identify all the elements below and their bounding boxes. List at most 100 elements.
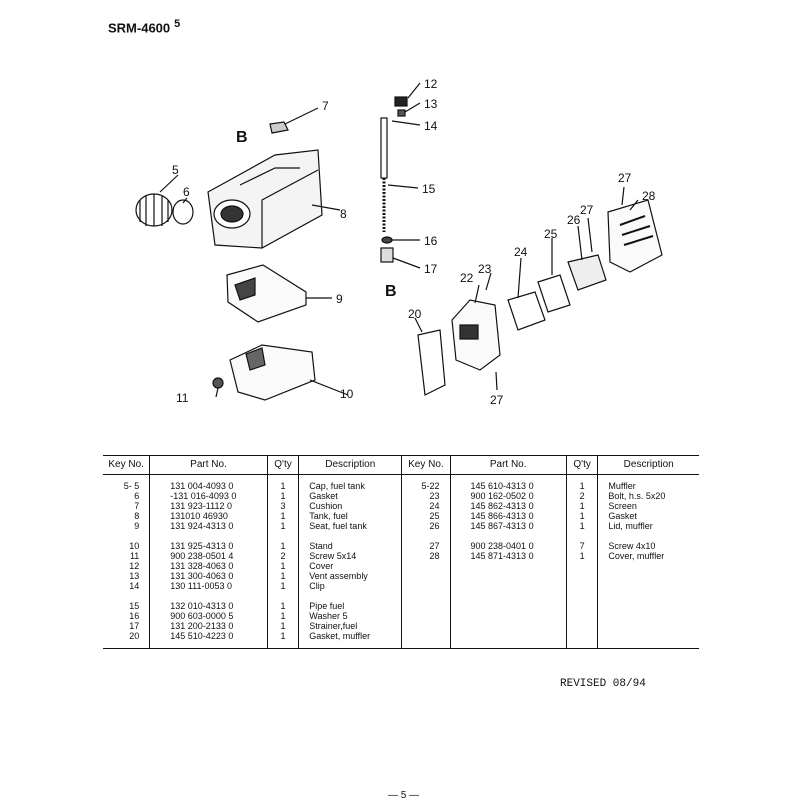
table-cell: 13 [129, 571, 140, 581]
table-cell [449, 561, 567, 571]
table-cell: 5-22 [401, 474, 451, 491]
cushion-drawing [269, 121, 289, 134]
callout-17: 17 [424, 262, 438, 276]
table-cell: 26 [401, 521, 451, 531]
table-cell [401, 561, 451, 571]
table-cell: 7 [565, 531, 598, 551]
table-cell [565, 591, 598, 611]
table-cell: Gasket [298, 491, 402, 501]
table-cell: 1 [565, 521, 598, 531]
section-number: 5 [174, 18, 181, 30]
table-cell: 24 [401, 501, 451, 511]
table-cell: 2 [266, 551, 299, 561]
table-cell [401, 591, 451, 611]
table-cell: 27 [401, 531, 451, 551]
table-cell: 131010 46930 [149, 511, 268, 521]
table-cell: -131 016-4093 0 [149, 491, 268, 501]
callout-11: 11 [176, 391, 189, 405]
table-cell [597, 561, 699, 571]
screen-drawing [507, 291, 546, 331]
table-cell [597, 611, 699, 621]
table-cell: 1 [266, 631, 299, 649]
table-cell: Cover, muffler [597, 551, 699, 561]
stand-drawing [229, 344, 316, 401]
exploded-parts-diagram: B B 5 6 7 8 9 10 11 12 13 14 15 16 17 20… [135, 77, 663, 407]
table-cell: Gasket [597, 511, 699, 521]
table-cell: 1 [565, 551, 598, 561]
table-cell: Lid, muffler [597, 521, 699, 531]
table-cell: Clip [298, 581, 402, 591]
fuel-tank-drawing [207, 149, 323, 249]
callout-16: 16 [424, 234, 438, 248]
callout-5: 5 [172, 163, 179, 177]
table-cell: 11 [129, 551, 140, 561]
vent-assembly-drawing [380, 96, 408, 263]
table-cell [565, 621, 598, 631]
table-cell: Cover [298, 561, 402, 571]
table-cell [565, 561, 598, 571]
table-cell [449, 591, 567, 611]
table-cell: 7 [134, 501, 140, 511]
callout-14: 14 [424, 119, 438, 133]
table-cell: Screw 5x14 [298, 551, 402, 561]
table-cell: 1 [565, 511, 598, 521]
table-cell [401, 631, 451, 649]
table-cell: 145 866-4313 0 [449, 511, 567, 521]
cap-gasket-drawing [172, 199, 194, 225]
table-cell: 131 004-4093 0 [149, 474, 268, 491]
table-cell [449, 581, 567, 591]
table-cell [597, 571, 699, 581]
callout-10: 10 [340, 387, 354, 401]
table-cell: Washer 5 [298, 611, 402, 621]
table-cell [597, 631, 699, 649]
callout-23: 23 [478, 262, 492, 276]
table-cell: 12 [129, 561, 140, 571]
page-number: — 5 — [388, 790, 420, 801]
ref-b-top: B [236, 129, 248, 146]
table-cell: 10 [129, 541, 140, 551]
table-cell [401, 571, 451, 581]
table-cell: 145 871-4313 0 [449, 551, 567, 561]
table-cell: Screw 4x10 [597, 531, 699, 551]
table-cell: 1 [266, 621, 299, 631]
table-cell: 1 [266, 591, 299, 611]
table-cell: Screen [597, 501, 699, 511]
table-cell: 131 328-4063 0 [149, 561, 268, 571]
callout-28: 28 [642, 189, 656, 203]
table-cell: 17 [129, 621, 140, 631]
table-cell: 23 [401, 491, 451, 501]
table-cell: 1 [565, 501, 598, 511]
column-header: Part No. [449, 455, 567, 475]
table-cell [449, 571, 567, 581]
table-cell: Gasket, muffler [298, 631, 402, 649]
callout-12: 12 [424, 77, 438, 91]
table-cell: 145 510-4223 0 [149, 631, 268, 649]
column-header: Description [597, 455, 699, 475]
callout-27-c: 27 [490, 393, 504, 407]
table-cell: 900 162-0502 0 [449, 491, 567, 501]
callout-26: 26 [567, 213, 581, 227]
callout-7: 7 [322, 99, 329, 113]
table-cell: 145 867-4313 0 [449, 521, 567, 531]
table-header-row: Key No. Part No. Q'ty Description Key No… [103, 455, 699, 475]
table-cell [565, 581, 598, 591]
table-cell: 16 [129, 611, 140, 621]
table-cell [597, 581, 699, 591]
table-cell [565, 611, 598, 621]
table-cell: 145 862-4313 0 [449, 501, 567, 511]
table-cell [401, 621, 451, 631]
callout-24: 24 [514, 245, 528, 259]
callout-27-a: 27 [580, 203, 594, 217]
